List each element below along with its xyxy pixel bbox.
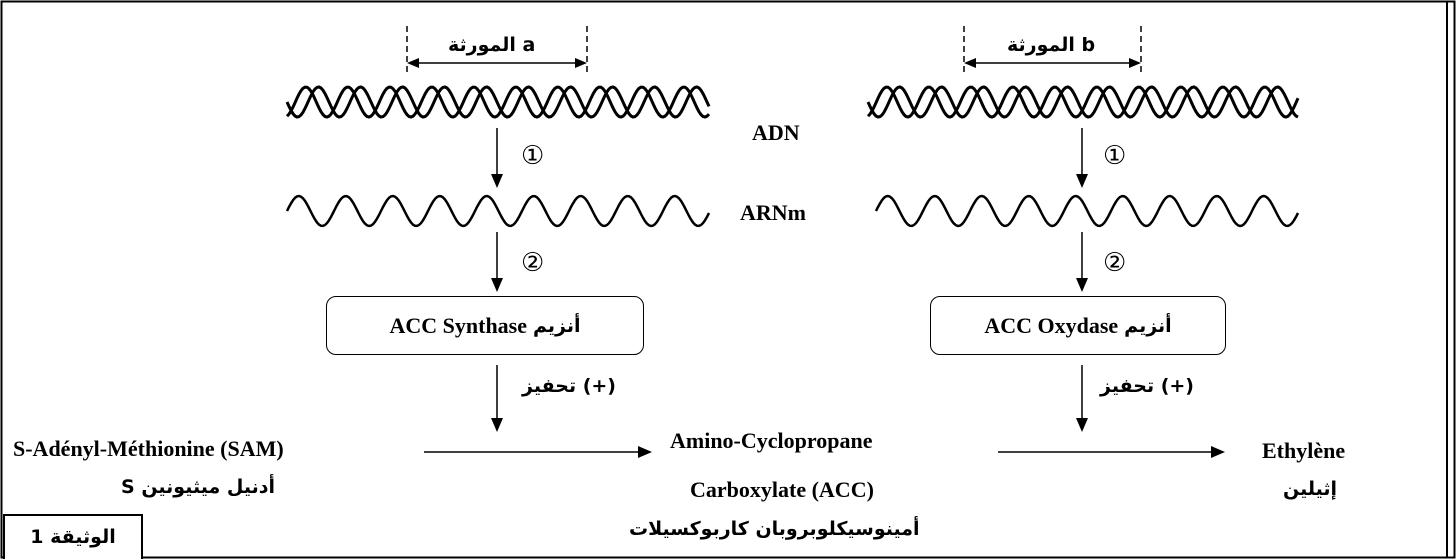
- document-label-box: الوثيقة 1: [3, 514, 143, 559]
- ethylene-arabic-label: إثيلين: [1283, 478, 1338, 500]
- adn-label: ADN: [752, 120, 800, 145]
- document-label: الوثيقة 1: [30, 526, 116, 548]
- arrow-activation-right: [1076, 365, 1088, 432]
- ethylene-french-label: Ethylène: [1262, 438, 1346, 463]
- arrow-activation-left: [491, 365, 503, 432]
- arrow-translation-right: [1076, 232, 1088, 292]
- arrow-sam-to-acc: [424, 446, 652, 458]
- gene-a-label: المورثة a: [448, 34, 536, 56]
- arrow-acc-to-ethylene: [998, 446, 1225, 458]
- arnm-label: ARNm: [740, 200, 806, 225]
- step-1-right-label: ①: [1103, 141, 1127, 171]
- enzyme-acc-synthase-box: ACC Synthase أنزيم: [326, 296, 644, 355]
- arrow-transcription-right: [1076, 128, 1088, 188]
- mrna-wave-left: [285, 194, 711, 228]
- enzyme-acc-oxydase-box: ACC Oxydase أنزيم: [930, 296, 1226, 355]
- arrow-translation-left: [491, 232, 503, 292]
- acc-french-line1: Amino-Cyclopropane: [670, 428, 873, 453]
- gene-b-bracket: [963, 26, 1142, 76]
- dna-helix-right-strand-2: [866, 85, 1300, 119]
- acc-french-line2: Carboxylate (ACC): [690, 477, 874, 502]
- gene-b-label: المورثة b: [1007, 34, 1096, 56]
- step-2-left-label: ②: [521, 248, 545, 278]
- step-2-right-label: ②: [1103, 248, 1127, 278]
- sam-arabic-label: S أدنيل ميثيونين: [121, 476, 275, 498]
- activation-right-label: تحفيز (+): [1100, 375, 1194, 397]
- acc-arabic-label: أمينوسيكلوبروبان كاربوكسيلات: [629, 518, 920, 540]
- enzyme-acc-oxydase-arabic: أنزيم: [1124, 314, 1172, 337]
- enzyme-acc-oxydase-name: ACC Oxydase: [984, 312, 1119, 338]
- step-1-left-label: ①: [521, 141, 545, 171]
- gene-a-bracket: [406, 26, 588, 76]
- dna-helix-left-strand-1: [285, 85, 711, 119]
- enzyme-acc-synthase-arabic: أنزيم: [533, 314, 581, 337]
- dna-helix-left-strand-2: [285, 85, 711, 119]
- sam-french-label: S-Adényl-Méthionine (SAM): [13, 436, 284, 461]
- enzyme-acc-synthase-name: ACC Synthase: [389, 312, 528, 338]
- arrow-transcription-left: [491, 128, 503, 188]
- mrna-wave-right: [874, 194, 1300, 228]
- activation-left-label: تحفيز (+): [522, 375, 616, 397]
